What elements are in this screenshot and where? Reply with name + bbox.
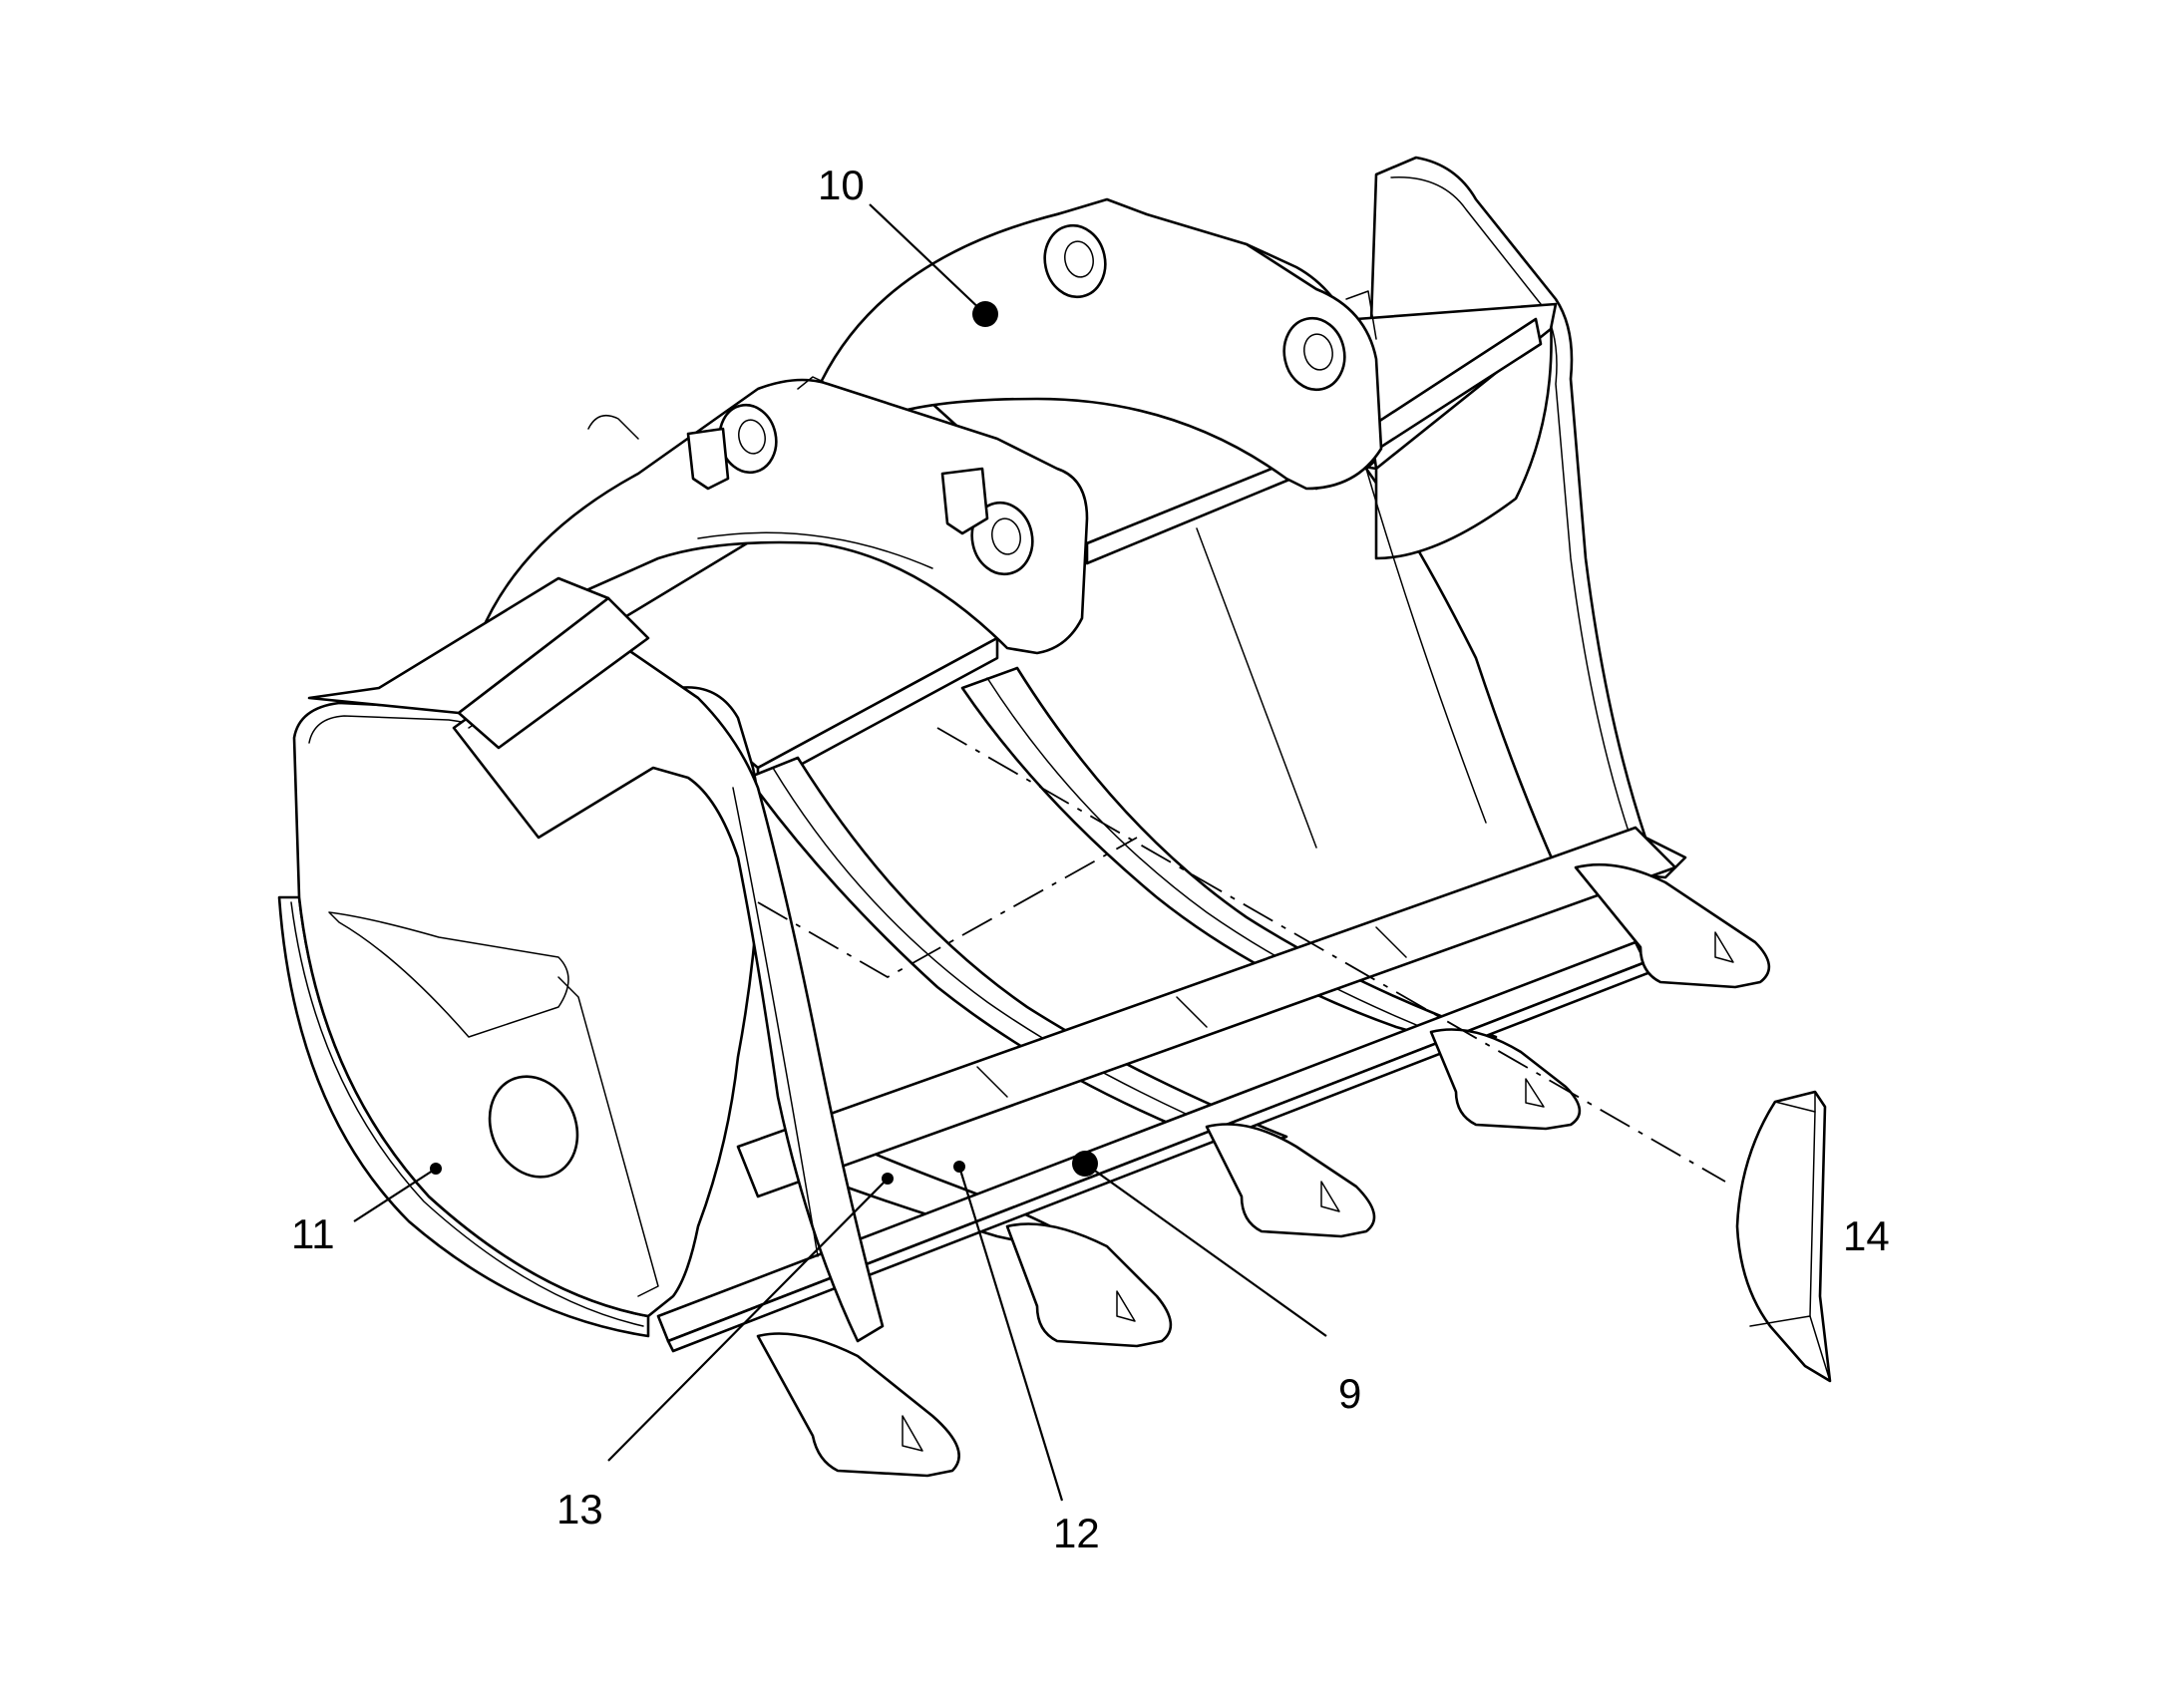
leader-13 (607, 1178, 889, 1462)
axis-lines (757, 727, 1726, 1183)
rear-hinge-plate (816, 197, 1383, 491)
callout-14: 14 (1843, 1212, 1890, 1259)
tooth-2 (1005, 1222, 1173, 1348)
tooth-1 (756, 1332, 960, 1478)
teeth (756, 862, 1771, 1478)
tooth-5 (1574, 862, 1771, 989)
callout-9: 9 (1338, 1370, 1361, 1417)
loose-tooth (1735, 1090, 1832, 1383)
bucket-floor (736, 826, 1677, 1198)
leader-12 (957, 1166, 1064, 1502)
tooth-3 (1205, 1123, 1376, 1238)
front-hinge-plate (477, 376, 1089, 655)
callout-13: 13 (556, 1486, 603, 1533)
leader-9 (1084, 1163, 1327, 1337)
leader-11 (353, 1168, 437, 1222)
tooth-4 (1429, 1028, 1582, 1131)
callout-11: 11 (291, 1210, 335, 1257)
callout-labels: 10 11 9 12 13 14 (291, 162, 1890, 1556)
callout-10: 10 (818, 162, 865, 208)
front-side-plate (277, 686, 764, 1338)
leader-10 (869, 203, 986, 315)
callout-leaders (353, 203, 1327, 1502)
callout-12: 12 (1053, 1510, 1100, 1556)
front-shell-top (307, 576, 650, 750)
